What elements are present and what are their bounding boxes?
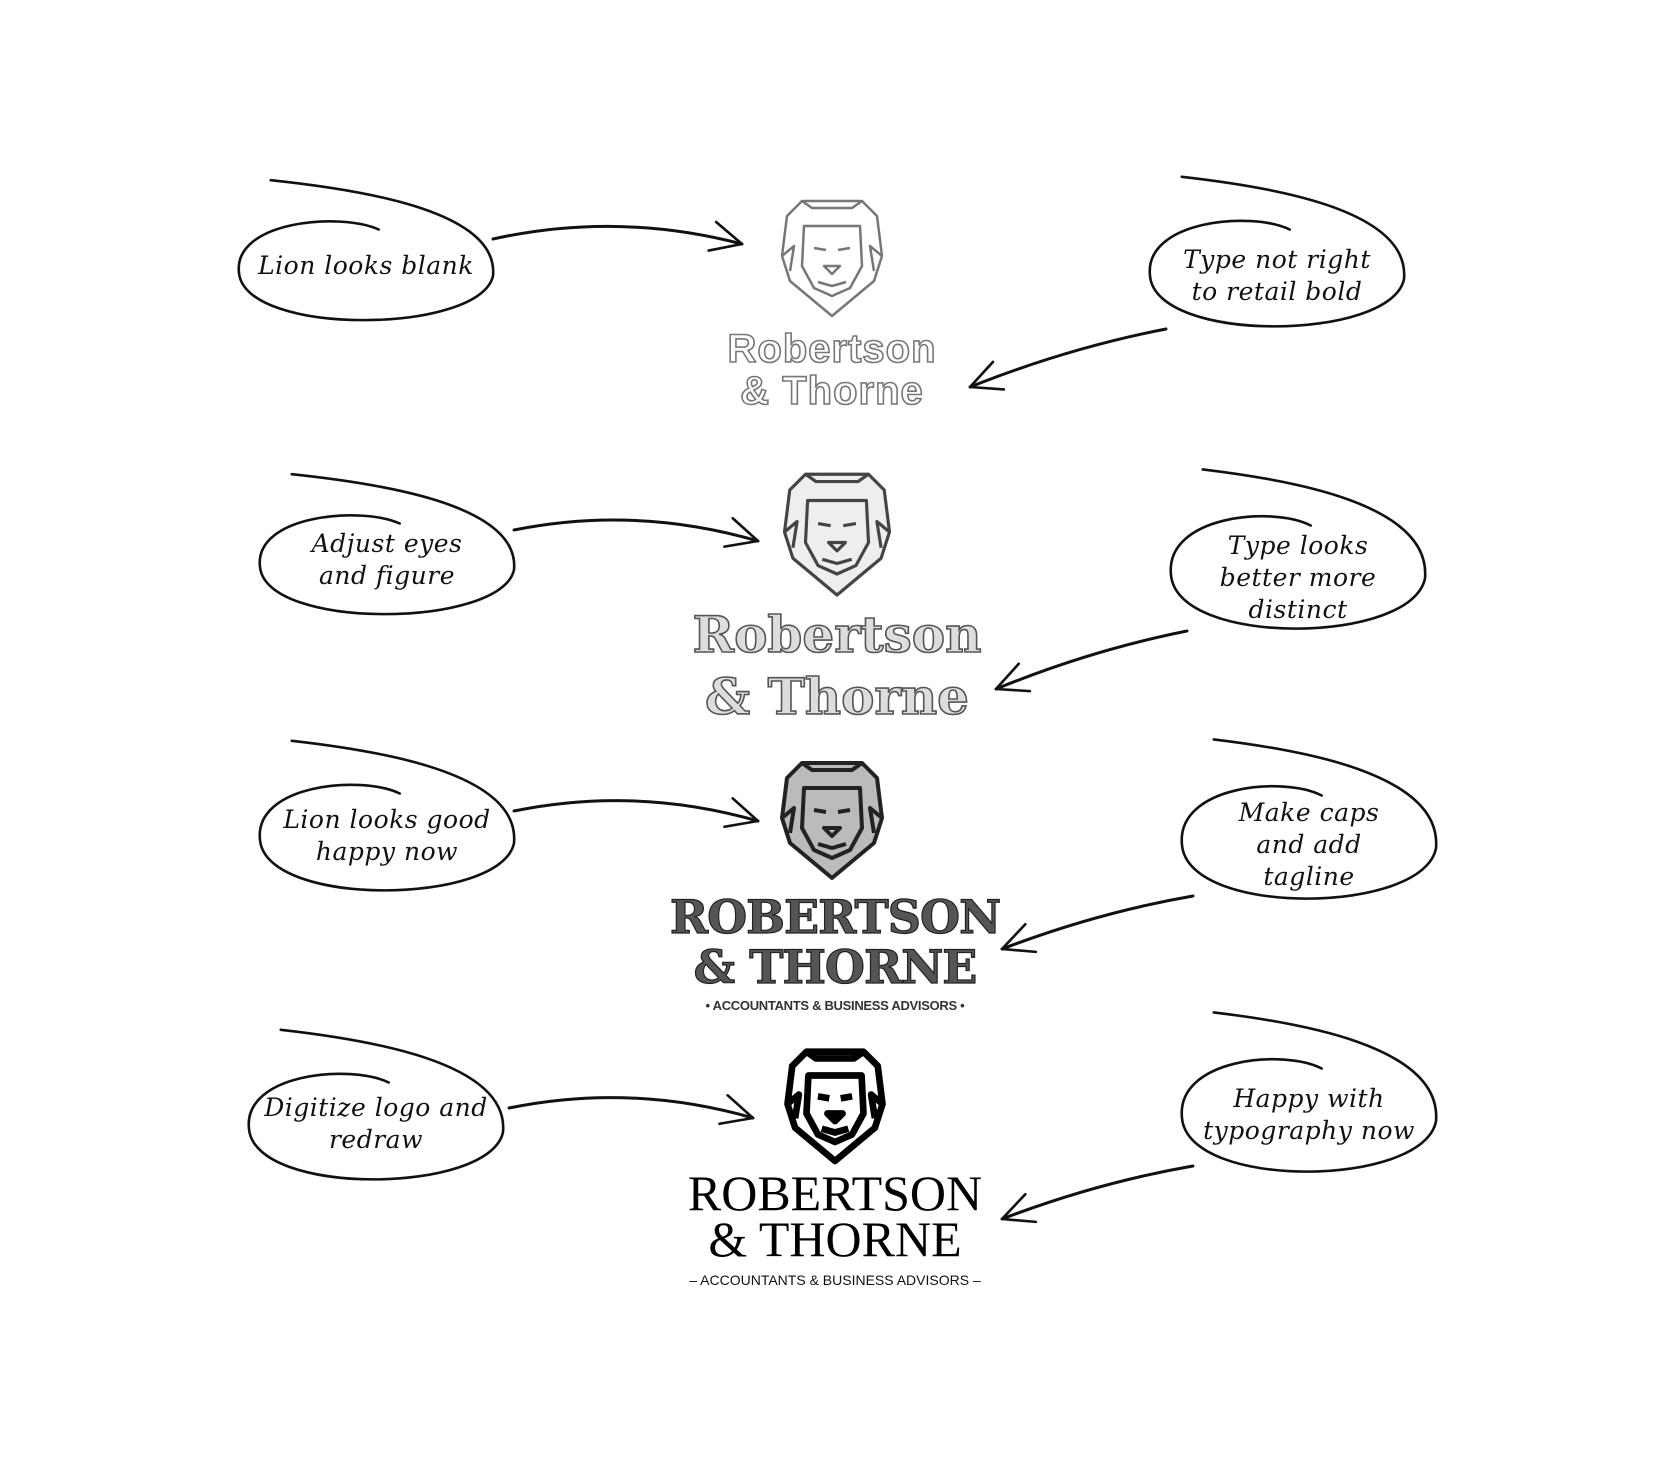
logo-final: ROBERTSON & THORNE – ACCOUNTANTS & BUSIN… xyxy=(687,1165,983,1288)
lion-final-icon xyxy=(784,1048,886,1165)
lion-stroke xyxy=(803,498,871,576)
right-bubble-1 xyxy=(1148,175,1406,328)
logo-line1: ROBERTSON xyxy=(669,890,1001,944)
lion-sketch-3-icon xyxy=(780,761,884,880)
lion-stroke xyxy=(817,280,847,288)
logo-line1: Robertson xyxy=(692,604,983,665)
lion-stroke xyxy=(800,224,864,298)
arrow-right-3 xyxy=(512,799,760,823)
arrow-left-4-head-icon xyxy=(1000,1192,1038,1224)
right-note-2: Type looks better more distinct xyxy=(1219,531,1377,624)
lion-stroke xyxy=(781,244,883,272)
lion-stroke xyxy=(820,1125,850,1136)
lion-stroke xyxy=(813,808,851,814)
arrow-right-2-head-icon xyxy=(723,516,760,548)
lion-stroke xyxy=(827,540,847,553)
left-note-2: Adjust eyes and figure xyxy=(311,529,463,590)
lion-stroke xyxy=(817,1093,853,1102)
arrow-left-1-head-icon xyxy=(968,360,1006,391)
lion-stroke xyxy=(800,761,864,772)
arrow-right-1-head-icon xyxy=(707,220,744,252)
lion-stroke xyxy=(780,806,884,834)
left-bubble-1 xyxy=(237,178,495,322)
left-bubble-3 xyxy=(258,739,516,892)
logo-line2: & THORNE xyxy=(693,940,978,994)
arrow-right-4-head-icon xyxy=(718,1094,755,1126)
right-bubble-2 xyxy=(1169,468,1427,630)
lion-stroke xyxy=(822,264,842,276)
lion-stroke xyxy=(817,842,847,850)
arrow-right-2 xyxy=(512,518,760,543)
right-bubble-3 xyxy=(1180,738,1438,900)
lion-stroke xyxy=(800,786,864,860)
logo-line2: & Thorne xyxy=(739,369,924,413)
lion-stroke xyxy=(822,826,842,838)
lion-stroke xyxy=(817,522,857,528)
tagline: • ACCOUNTANTS & BUSINESS ADVISORS • xyxy=(705,998,965,1013)
arrow-left-2-head-icon xyxy=(994,662,1032,693)
arrow-left-4 xyxy=(1000,1164,1195,1221)
lion-stroke xyxy=(785,1091,885,1119)
right-note-4: Happy with typography now xyxy=(1203,1084,1415,1145)
lion-stroke xyxy=(801,199,863,210)
lion-stroke xyxy=(821,557,853,566)
right-note-1: Type not right to retail bold xyxy=(1183,245,1371,306)
lion-stroke xyxy=(783,519,891,548)
arrow-left-3 xyxy=(1000,894,1195,951)
left-bubble-4 xyxy=(247,1028,505,1181)
lion-stroke xyxy=(780,761,884,880)
right-bubble-4 xyxy=(1180,1011,1438,1173)
tagline: – ACCOUNTANTS & BUSINESS ADVISORS – xyxy=(689,1272,981,1288)
logo-line1: ROBERTSON xyxy=(687,1165,983,1221)
lion-sketch-1-icon xyxy=(780,199,884,318)
lion-stroke xyxy=(813,246,851,252)
arrow-left-1 xyxy=(968,327,1168,389)
arrow-right-1 xyxy=(491,224,744,246)
left-note-1: Lion looks blank xyxy=(258,251,474,280)
lion-sketch-2-icon xyxy=(782,472,892,597)
logo-draft-2: Robertson & Thorne xyxy=(692,604,983,728)
left-note-4: Digitize logo and redraw xyxy=(264,1093,488,1154)
logo-line2: & Thorne xyxy=(704,666,970,727)
left-note-3: Lion looks good happy now xyxy=(283,805,491,866)
logo-line1: Robertson xyxy=(727,327,937,371)
arrow-right-3-head-icon xyxy=(723,797,760,829)
arrow-left-2 xyxy=(994,629,1189,691)
logo-draft-3: ROBERTSON & THORNE • ACCOUNTANTS & BUSIN… xyxy=(669,890,1001,1013)
logo-draft-1: Robertson & Thorne xyxy=(727,327,937,413)
right-note-3: Make caps and add tagline xyxy=(1238,798,1380,891)
logo-line2: & THORNE xyxy=(708,1211,962,1267)
lion-stroke xyxy=(803,1072,867,1146)
lion-stroke xyxy=(782,472,892,597)
arrow-right-4 xyxy=(507,1096,755,1120)
arrow-left-3-head-icon xyxy=(1000,922,1038,954)
lion-stroke xyxy=(780,199,884,318)
left-bubble-2 xyxy=(258,472,516,616)
lion-stroke xyxy=(804,472,870,484)
lion-stroke xyxy=(804,1049,866,1062)
lion-stroke xyxy=(824,1110,846,1125)
